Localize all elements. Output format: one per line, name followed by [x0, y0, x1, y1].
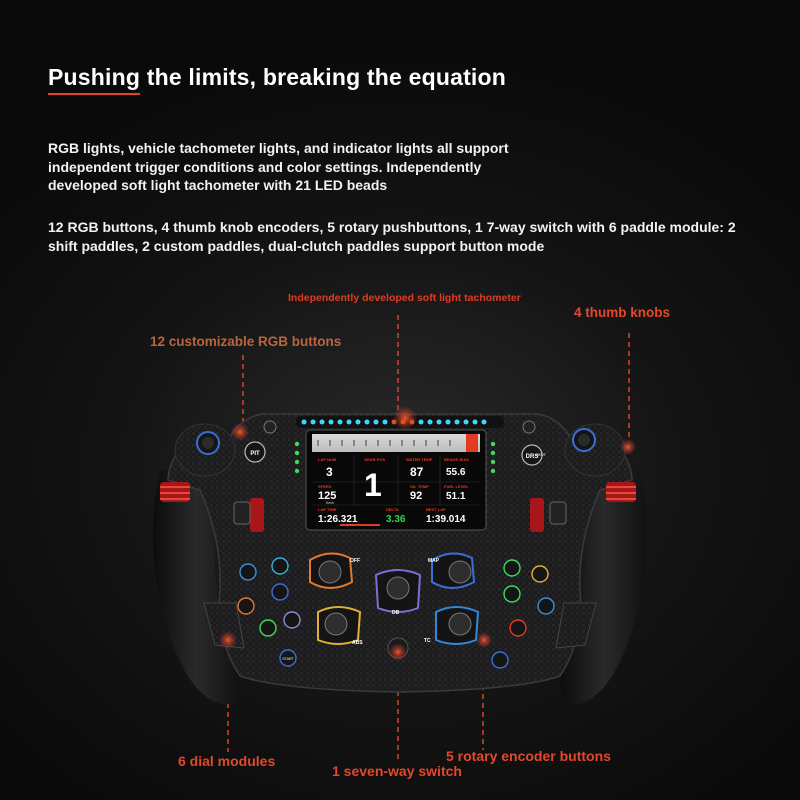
display-rpm-bar — [312, 434, 480, 452]
start-button-label: START — [282, 657, 294, 661]
dial-abs-label: ABS — [352, 640, 363, 646]
oil-temp-label: OIL TEMP — [410, 484, 429, 489]
neutral-button-label: NEUT — [536, 453, 547, 457]
left-thumb-knob-cap — [202, 437, 214, 449]
callout-tachometer: Independently developed soft light tacho… — [288, 292, 521, 304]
page-title: Pushing the limits, breaking the equatio… — [48, 64, 507, 90]
speed-value: 125 — [318, 490, 336, 502]
lap-num-value: 3 — [326, 465, 333, 479]
pit-button-label: PIT — [250, 451, 260, 457]
fuel-level-value: 51.1 — [446, 491, 466, 502]
dial-off-label: OFF — [350, 558, 360, 564]
right-top-small-knob — [522, 420, 536, 434]
delta-value: 3.36 — [386, 514, 406, 525]
gear-label: GEAR POS — [364, 457, 385, 462]
water-temp-value: 87 — [410, 465, 424, 479]
callout-dial-modules: 6 dial modules — [178, 753, 276, 769]
left-top-small-knob — [263, 420, 277, 434]
right-thumb-knob-cap — [578, 434, 590, 446]
right-side-switch — [549, 501, 567, 525]
callout-seven-way-switch: 1 seven-way switch — [332, 763, 462, 779]
title-underline — [48, 93, 140, 95]
right-grip — [560, 470, 648, 705]
best-lap-label: BEST LAP — [426, 507, 446, 512]
left-rgb-buttons — [237, 557, 301, 667]
left-red-encoders — [160, 482, 264, 532]
drs-button-label: DRS — [526, 454, 539, 460]
delta-label: DELTA — [386, 507, 399, 512]
dial-modules: OFF MAP DB ABS TC — [309, 552, 480, 646]
display-grid — [312, 455, 480, 506]
speed-label: SPEED — [318, 484, 332, 489]
left-side-switch — [233, 501, 251, 525]
brake-bias-value: 55.6 — [446, 467, 466, 478]
description-paragraph-1: RGB lights, vehicle tachometer lights, a… — [48, 140, 509, 193]
right-rgb-buttons — [491, 559, 555, 669]
rpm-redline — [466, 434, 478, 452]
description-paragraph-2: 12 RGB buttons, 4 thumb knob encoders, 5… — [48, 219, 736, 254]
left-grip — [152, 470, 240, 705]
oil-temp-value: 92 — [410, 490, 422, 502]
lap-time-value: 1:26.321 — [318, 514, 358, 525]
fuel-level-label: FUEL LEVEL — [444, 484, 469, 489]
pit-button[interactable] — [244, 441, 266, 463]
callout-thumb-knobs: 4 thumb knobs — [574, 305, 671, 320]
rpm-ticks — [317, 440, 451, 446]
side-indicator-leds — [294, 441, 496, 474]
thumb-glow — [620, 439, 636, 455]
speed-unit: Km/h — [326, 501, 334, 505]
dial-map-label: MAP — [428, 558, 440, 564]
progress-marker — [340, 524, 380, 526]
gear-value: 1 — [364, 467, 382, 503]
right-paddle — [555, 602, 597, 649]
dial-tc-label: TC — [424, 638, 431, 644]
brake-bias-label: BRAKE BIAS — [444, 457, 469, 462]
right-upper-pod — [564, 423, 626, 477]
lap-num-label: LAP NUM — [318, 457, 337, 462]
drs-button[interactable] — [521, 444, 543, 466]
callout-rotary-buttons: 5 rotary encoder buttons — [446, 748, 611, 764]
water-temp-label: WATER TEMP — [406, 457, 433, 462]
dial-db-label: DB — [392, 610, 400, 616]
dial-glow — [219, 631, 237, 649]
lap-time-label: LAP TIME — [318, 507, 337, 512]
callout-rgb-buttons: 12 customizable RGB buttons — [150, 334, 342, 349]
best-lap-value: 1:39.014 — [426, 514, 466, 525]
encoder-glow — [476, 632, 492, 648]
tacho-glow — [393, 406, 417, 430]
rgb-glow — [231, 423, 249, 441]
right-red-encoders — [530, 482, 636, 532]
switch-glow — [389, 643, 407, 661]
